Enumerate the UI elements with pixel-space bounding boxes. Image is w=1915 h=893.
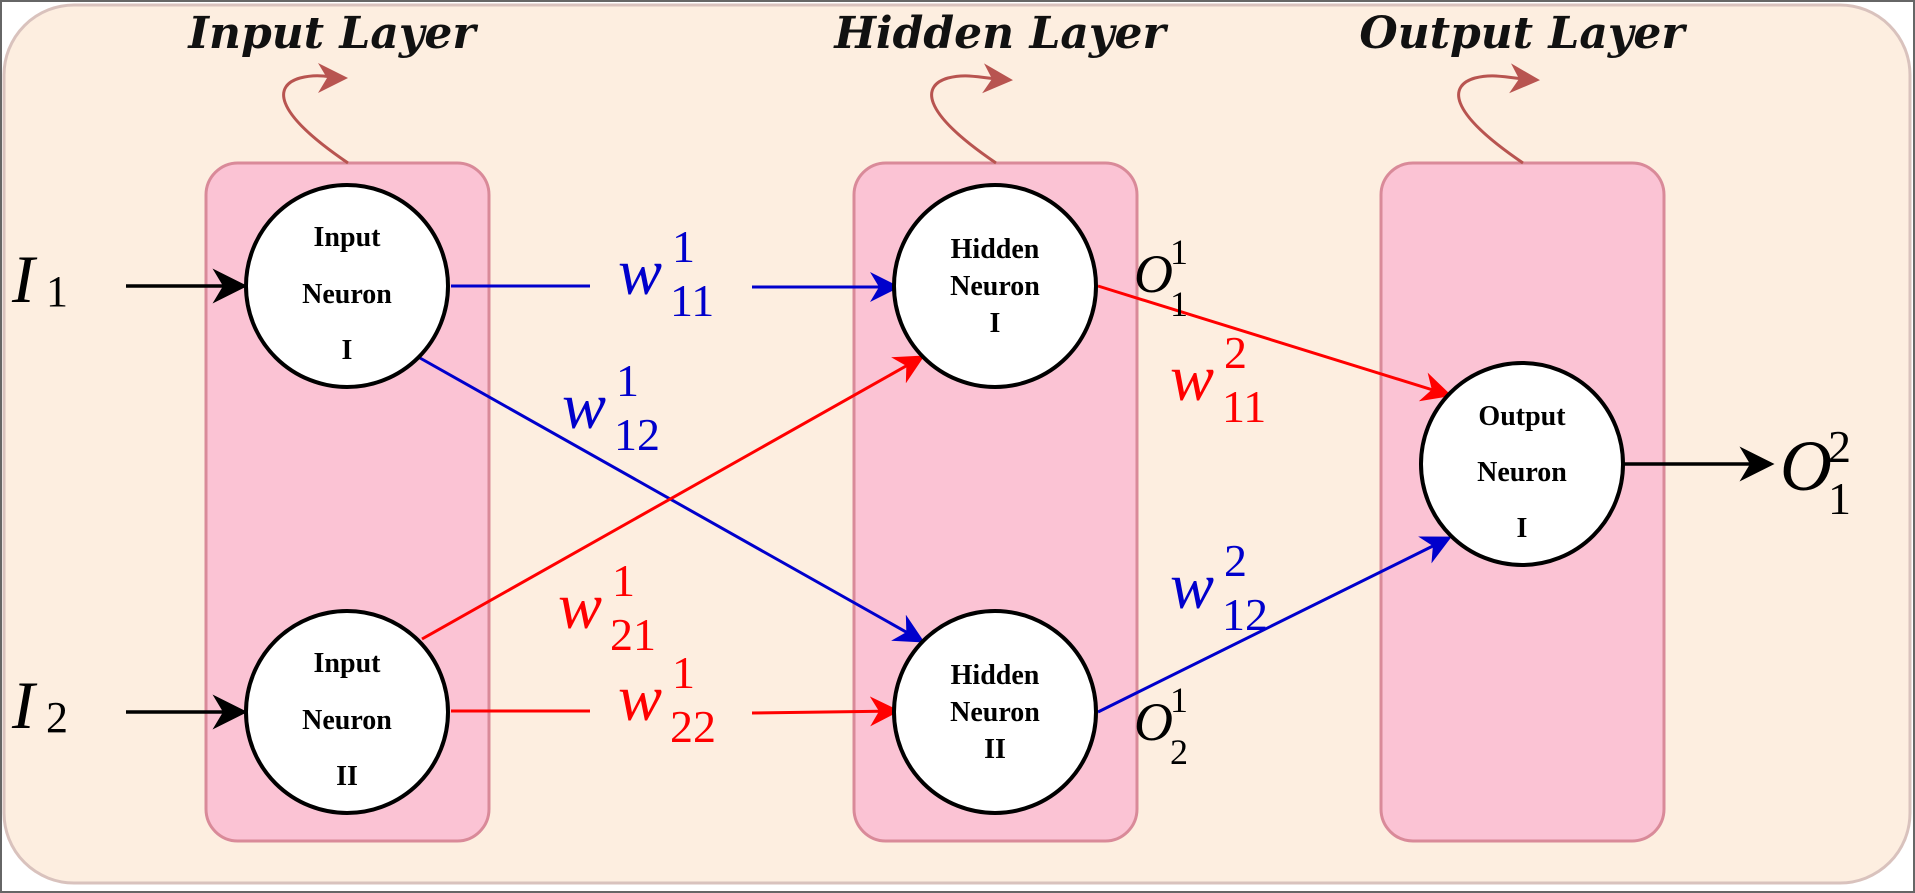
output-neuron-1-line1: Output xyxy=(1478,401,1566,432)
hidden-output-o1-1: O 1 1 xyxy=(1134,232,1188,324)
weight-label-w11-2: w 2 11 xyxy=(1170,327,1266,432)
input-layer-title: Input Layer xyxy=(186,8,478,59)
svg-text:2: 2 xyxy=(1170,732,1188,772)
svg-text:2: 2 xyxy=(1224,535,1247,586)
input-neuron-1: Input Neuron I xyxy=(244,183,450,389)
hidden-neuron-2-line3: II xyxy=(984,734,1006,765)
weight-label-w11-1: w 1 11 xyxy=(618,221,714,326)
output-layer-curly-arrow xyxy=(1457,63,1540,165)
hidden-neuron-1-line1: Hidden xyxy=(951,234,1040,265)
output-layer-title: Output Layer xyxy=(1359,8,1687,59)
svg-text:w: w xyxy=(1170,550,1214,623)
weight-label-w12-2: w 2 12 xyxy=(1170,535,1268,640)
svg-text:1: 1 xyxy=(672,221,695,272)
svg-text:22: 22 xyxy=(670,701,716,752)
svg-text:12: 12 xyxy=(1222,589,1268,640)
hidden-neuron-2-line2: Neuron xyxy=(950,697,1040,728)
input-label-i1: I 1 xyxy=(11,241,68,317)
svg-text:1: 1 xyxy=(672,647,695,698)
svg-text:w: w xyxy=(558,570,602,643)
svg-text:11: 11 xyxy=(1222,381,1266,432)
input-label-i2: I 2 xyxy=(11,667,68,743)
hidden-output-o2-1: O 1 2 xyxy=(1134,680,1188,772)
hidden-neuron-1: Hidden Neuron I xyxy=(892,183,1098,389)
svg-text:2: 2 xyxy=(1828,421,1851,472)
svg-text:w: w xyxy=(618,236,662,309)
input-neuron-2: Input Neuron II xyxy=(244,609,450,815)
connection-w11-2 xyxy=(1097,284,1452,402)
svg-text:w: w xyxy=(1170,342,1214,415)
hidden-neuron-1-line2: Neuron xyxy=(950,271,1040,302)
input-neuron-1-line2: Neuron xyxy=(302,279,392,310)
hidden-layer-title: Hidden Layer xyxy=(832,8,1168,59)
svg-text:O: O xyxy=(1780,426,1832,506)
connection-w22-1-b xyxy=(751,696,900,727)
hidden-neuron-2-line1: Hidden xyxy=(951,660,1040,691)
svg-text:O: O xyxy=(1134,244,1173,304)
input-neuron-2-line1: Input xyxy=(314,648,382,679)
svg-text:11: 11 xyxy=(670,275,714,326)
connection-w12-2 xyxy=(1097,536,1452,714)
svg-text:1: 1 xyxy=(612,555,635,606)
svg-text:I: I xyxy=(11,667,38,743)
svg-text:w: w xyxy=(618,662,662,735)
svg-text:1: 1 xyxy=(46,267,68,316)
weight-label-w22-1: w 1 22 xyxy=(618,647,716,752)
output-neuron-1-line3: I xyxy=(1517,513,1528,544)
hidden-layer-curly-arrow xyxy=(930,63,1013,165)
svg-text:1: 1 xyxy=(616,355,639,406)
weight-label-w21-1: w 1 21 xyxy=(558,555,656,660)
input-neuron-1-line1: Input xyxy=(314,222,382,253)
hidden-neuron-1-line3: I xyxy=(990,308,1001,339)
output-neuron-1: Output Neuron I xyxy=(1419,361,1625,567)
svg-text:2: 2 xyxy=(1224,327,1247,378)
input-neuron-1-line3: I xyxy=(342,335,353,366)
output-neuron-1-line2: Neuron xyxy=(1477,457,1567,488)
weight-label-w12-1: w 1 12 xyxy=(562,355,660,460)
svg-text:O: O xyxy=(1134,692,1173,752)
svg-text:1: 1 xyxy=(1170,680,1188,720)
svg-text:I: I xyxy=(11,241,38,317)
svg-text:1: 1 xyxy=(1170,284,1188,324)
svg-text:1: 1 xyxy=(1828,473,1851,524)
connection-w21-1 xyxy=(421,355,925,641)
input-neuron-2-line3: II xyxy=(336,761,358,792)
svg-text:21: 21 xyxy=(610,609,656,660)
hidden-neuron-2: Hidden Neuron II xyxy=(892,609,1098,815)
svg-text:1: 1 xyxy=(1170,232,1188,272)
final-output-o1-2: O 2 1 xyxy=(1780,421,1851,524)
input-layer-curly-arrow xyxy=(282,62,349,165)
svg-text:12: 12 xyxy=(614,409,660,460)
input-neuron-2-line2: Neuron xyxy=(302,705,392,736)
svg-text:w: w xyxy=(562,370,606,443)
svg-text:2: 2 xyxy=(46,693,68,742)
